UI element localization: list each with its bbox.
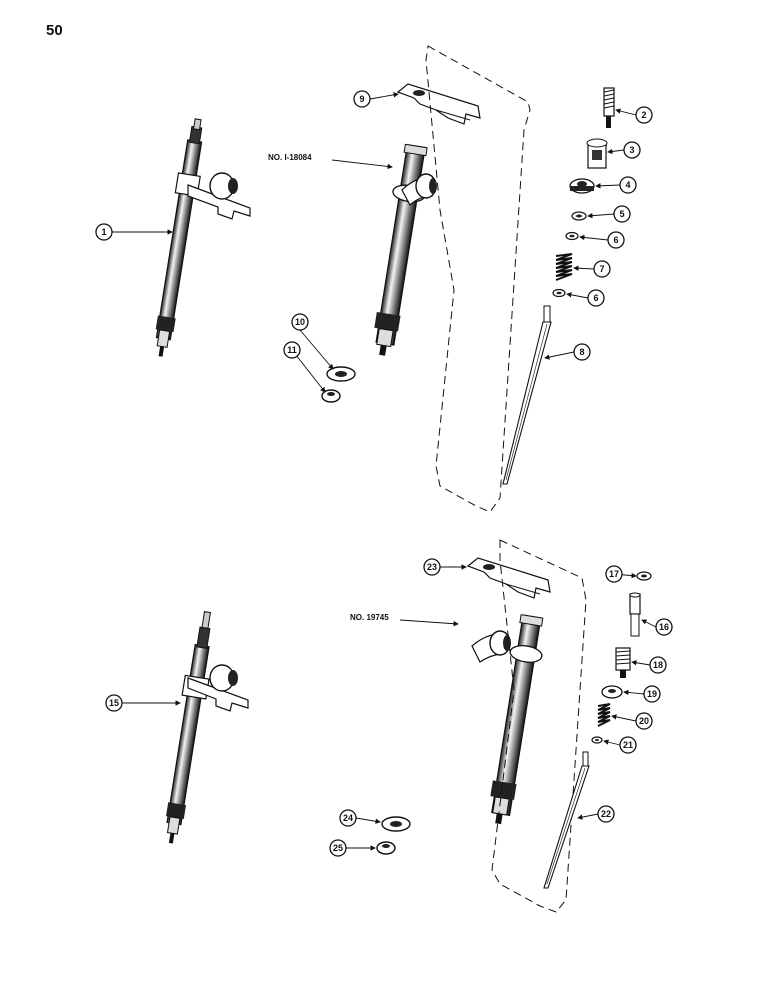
part-17-nut bbox=[636, 571, 652, 581]
part-5-washer bbox=[571, 211, 587, 221]
callout-20: 20 bbox=[635, 712, 653, 730]
callout-label: 2 bbox=[641, 110, 646, 120]
clamp-bracket-23 bbox=[466, 557, 551, 599]
page-number: 50 bbox=[46, 22, 63, 39]
exploded-group-outline-bottom bbox=[491, 539, 587, 913]
callout-23: 23 bbox=[423, 558, 441, 576]
callout-17: 17 bbox=[605, 565, 623, 583]
part-6-washer-b bbox=[552, 288, 566, 298]
callout-10: 10 bbox=[291, 313, 309, 331]
callout-19: 19 bbox=[643, 685, 661, 703]
injector-assembly-19745 bbox=[471, 614, 544, 825]
part-19-locknut bbox=[601, 685, 623, 699]
part-16-stud bbox=[629, 592, 641, 637]
callout-7: 7 bbox=[593, 260, 611, 278]
reference-part-number-bottom: NO. 19745 bbox=[350, 613, 389, 622]
callout-16: 16 bbox=[655, 618, 673, 636]
callout-5: 5 bbox=[613, 205, 631, 223]
washer-11 bbox=[321, 389, 341, 403]
callout-8: 8 bbox=[573, 343, 591, 361]
reference-part-number-top: NO. I-18084 bbox=[268, 153, 312, 162]
callout-6-b: 6 bbox=[587, 289, 605, 307]
callout-24: 24 bbox=[339, 809, 357, 827]
callout-label: 18 bbox=[653, 660, 663, 670]
callout-22: 22 bbox=[597, 805, 615, 823]
part-20-spring bbox=[597, 703, 611, 727]
injector-assembly-15 bbox=[166, 611, 249, 844]
callout-6-a: 6 bbox=[607, 231, 625, 249]
washer-25 bbox=[376, 841, 396, 855]
callout-label: 5 bbox=[619, 209, 624, 219]
injector-assembly-1 bbox=[155, 118, 251, 357]
part-7-spring bbox=[555, 253, 573, 281]
callout-label: 25 bbox=[333, 843, 343, 853]
callout-label: 9 bbox=[359, 94, 364, 104]
callout-label: 3 bbox=[629, 145, 634, 155]
callout-label: 6 bbox=[593, 293, 598, 303]
part-8-spindle bbox=[502, 305, 552, 485]
callout-2: 2 bbox=[635, 106, 653, 124]
callout-label: 7 bbox=[599, 264, 604, 274]
part-3-nut bbox=[586, 138, 608, 169]
leader-lines bbox=[112, 92, 657, 851]
washer-10 bbox=[326, 366, 356, 382]
callout-label: 4 bbox=[625, 180, 630, 190]
callout-18: 18 bbox=[649, 656, 667, 674]
callout-label: 16 bbox=[659, 622, 669, 632]
callout-21: 21 bbox=[619, 736, 637, 754]
exploded-group-outline-top bbox=[425, 45, 531, 513]
part-2-screw bbox=[603, 87, 615, 128]
injector-assembly-i-18084 bbox=[374, 143, 437, 356]
callout-label: 23 bbox=[427, 562, 437, 572]
callout-11: 11 bbox=[283, 341, 301, 359]
callout-label: 21 bbox=[623, 740, 633, 750]
callout-label: 11 bbox=[287, 345, 297, 355]
callout-label: 6 bbox=[613, 235, 618, 245]
callout-label: 1 bbox=[101, 227, 106, 237]
part-6-washer-a bbox=[565, 231, 579, 241]
callout-9: 9 bbox=[353, 90, 371, 108]
callout-3: 3 bbox=[623, 141, 641, 159]
clamp-bracket-9 bbox=[396, 83, 481, 125]
callout-1: 1 bbox=[95, 223, 113, 241]
callout-label: 17 bbox=[609, 569, 619, 579]
callout-label: 10 bbox=[295, 317, 305, 327]
callout-label: 22 bbox=[601, 809, 611, 819]
washer-24 bbox=[381, 816, 411, 832]
callout-label: 8 bbox=[579, 347, 584, 357]
part-21-washer bbox=[591, 736, 603, 744]
part-4-locknut bbox=[569, 178, 595, 194]
callout-label: 24 bbox=[343, 813, 353, 823]
callout-25: 25 bbox=[329, 839, 347, 857]
callout-4: 4 bbox=[619, 176, 637, 194]
callout-label: 19 bbox=[647, 689, 657, 699]
part-22-spindle bbox=[543, 751, 590, 889]
callout-label: 15 bbox=[109, 698, 119, 708]
callout-15: 15 bbox=[105, 694, 123, 712]
part-18-adjuster bbox=[615, 647, 631, 678]
callout-label: 20 bbox=[639, 716, 649, 726]
